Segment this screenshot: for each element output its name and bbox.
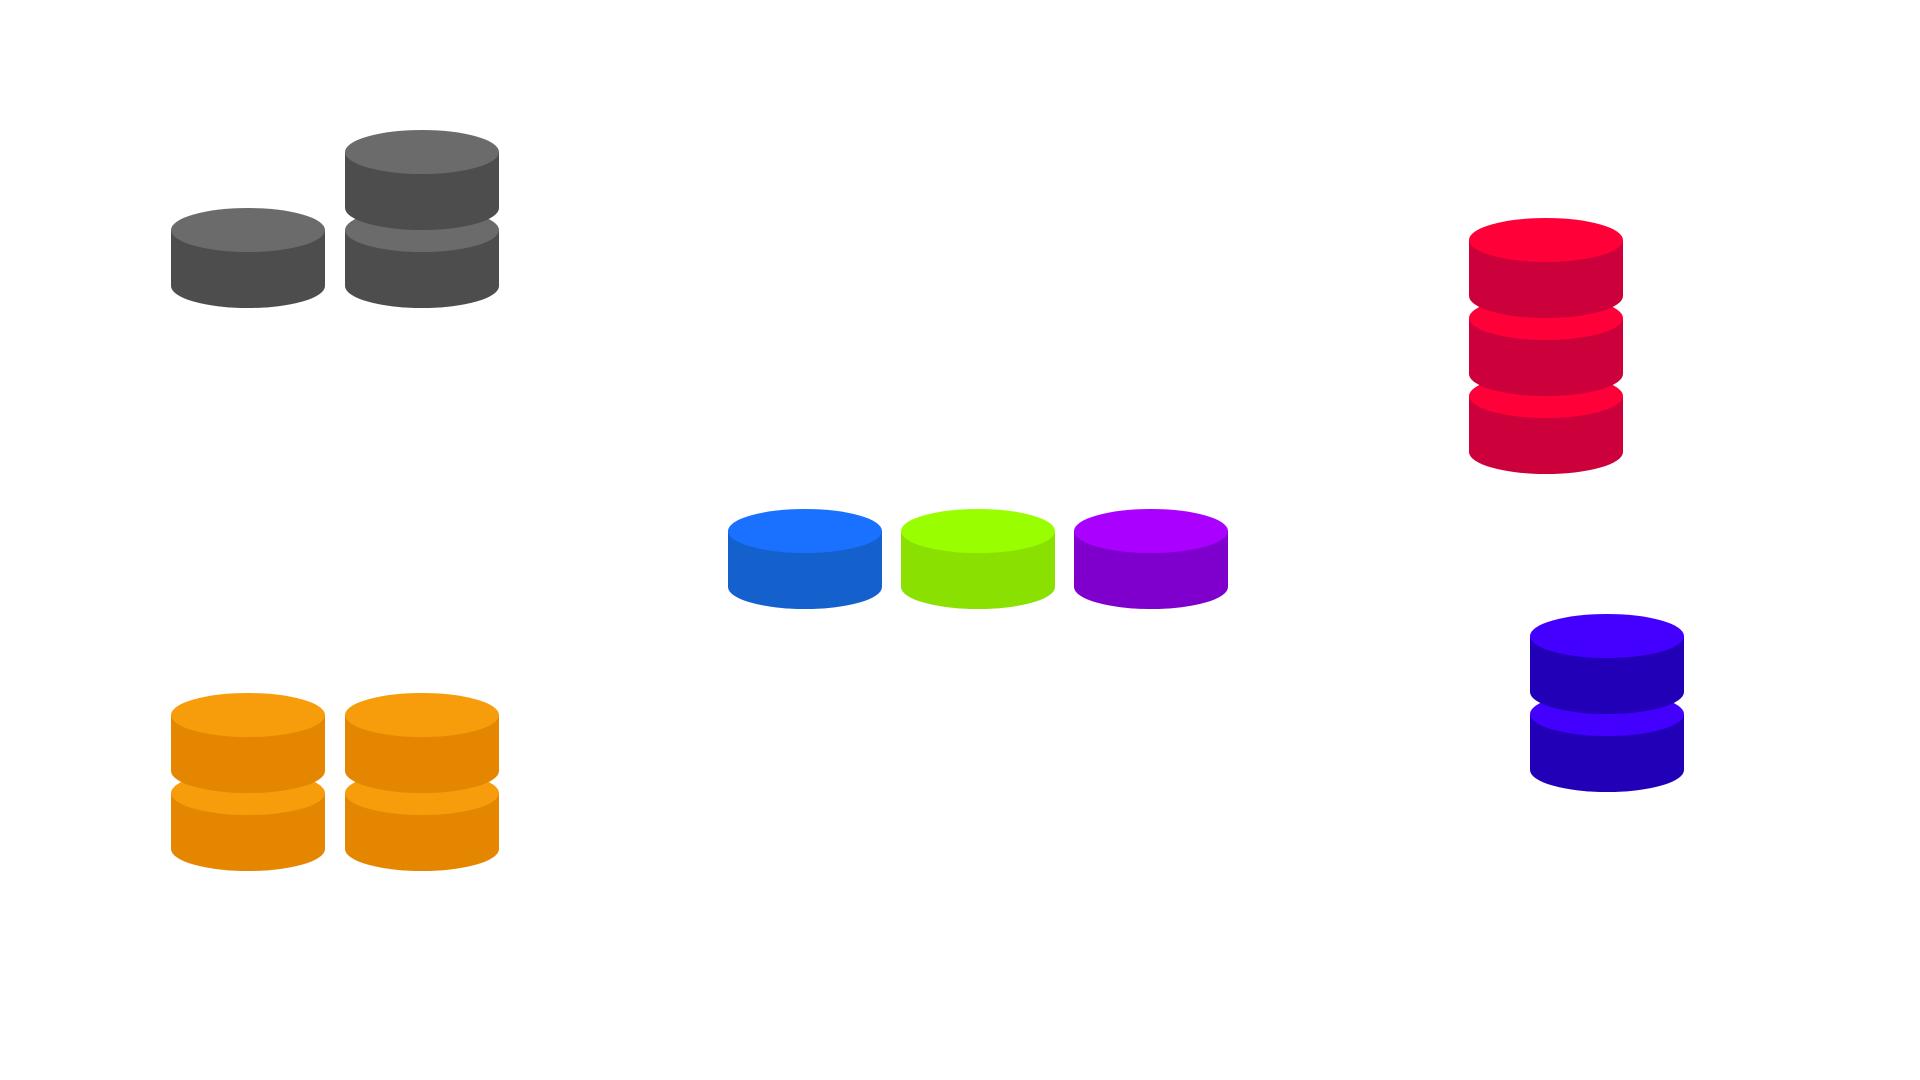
gray-group-stack-1-cylinder-1 <box>171 208 325 308</box>
indigo-group-stack-1-cylinder-1-side <box>1530 714 1684 792</box>
indigo-group-stack-1-cylinder-2-top <box>1530 614 1684 658</box>
single-row-group-stack-3 <box>1074 509 1228 609</box>
gray-group-stack-2-cylinder-2 <box>345 130 499 230</box>
gray-group-stack-2 <box>345 130 499 308</box>
gray-group-stack-2-cylinder-1-side <box>345 230 499 308</box>
orange-group-stack-1 <box>171 693 325 871</box>
indigo-group-stack-1 <box>1530 614 1684 792</box>
orange-group <box>171 693 499 871</box>
gray-group <box>171 130 499 308</box>
gray-group-stack-1-cylinder-1-top <box>171 208 325 252</box>
orange-group-stack-2-cylinder-2-top <box>345 693 499 737</box>
red-group <box>1469 218 1623 474</box>
single-row-group-stack-1 <box>728 509 882 609</box>
orange-group-stack-2-cylinder-2 <box>345 693 499 793</box>
red-group-stack-1-cylinder-1-side <box>1469 396 1623 474</box>
single-row-group-stack-3-cylinder-1-side <box>1074 531 1228 609</box>
single-row-group-stack-2-cylinder-1 <box>901 509 1055 609</box>
single-row-group-stack-1-cylinder-1-top <box>728 509 882 553</box>
gray-group-stack-1-cylinder-1-side <box>171 230 325 308</box>
orange-group-stack-1-cylinder-2-side <box>171 715 325 793</box>
orange-group-stack-1-cylinder-1-side <box>171 793 325 871</box>
single-row-group-stack-1-cylinder-1-side <box>728 531 882 609</box>
red-group-stack-1-cylinder-2-side <box>1469 318 1623 396</box>
indigo-group <box>1530 614 1684 792</box>
single-row-group-stack-1-cylinder-1 <box>728 509 882 609</box>
single-row-group-stack-3-cylinder-1-top <box>1074 509 1228 553</box>
gray-group-stack-2-cylinder-2-top <box>345 130 499 174</box>
single-row-group-stack-2-cylinder-1-side <box>901 531 1055 609</box>
red-group-stack-1 <box>1469 218 1623 474</box>
single-row-group <box>728 509 1228 609</box>
red-group-stack-1-cylinder-3-top <box>1469 218 1623 262</box>
red-group-stack-1-cylinder-3-side <box>1469 240 1623 318</box>
indigo-group-stack-1-cylinder-2-side <box>1530 636 1684 714</box>
gray-group-stack-2-cylinder-2-side <box>345 152 499 230</box>
single-row-group-stack-2-cylinder-1-top <box>901 509 1055 553</box>
orange-group-stack-2-cylinder-2-side <box>345 715 499 793</box>
red-group-stack-1-cylinder-3 <box>1469 218 1623 318</box>
orange-group-stack-1-cylinder-2-top <box>171 693 325 737</box>
orange-group-stack-2 <box>345 693 499 871</box>
orange-group-stack-1-cylinder-2 <box>171 693 325 793</box>
single-row-group-stack-2 <box>901 509 1055 609</box>
orange-group-stack-2-cylinder-1-side <box>345 793 499 871</box>
indigo-group-stack-1-cylinder-2 <box>1530 614 1684 714</box>
single-row-group-stack-3-cylinder-1 <box>1074 509 1228 609</box>
gray-group-stack-1 <box>171 208 325 308</box>
